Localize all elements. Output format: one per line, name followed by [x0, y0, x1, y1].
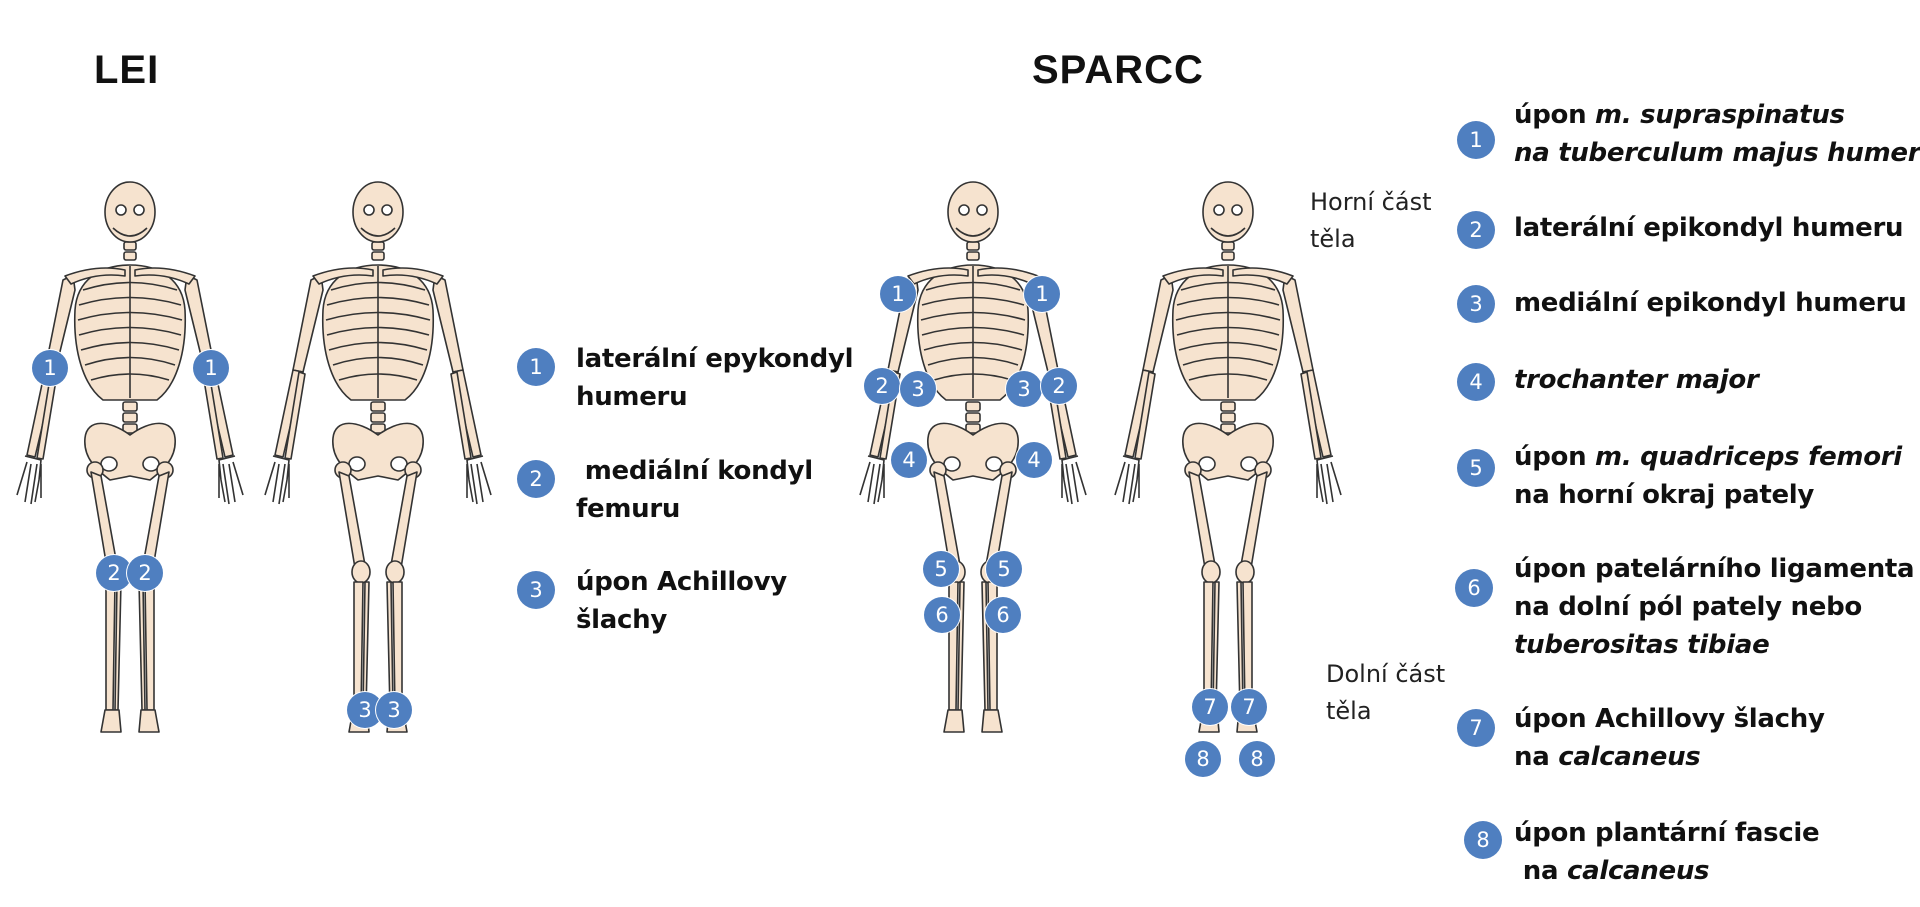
lei-legend-badge-2: 2	[517, 460, 555, 498]
sparcc-legend-badge-2: 2	[1457, 211, 1495, 249]
lei-legend-item-2: mediální kondyl femuru	[576, 452, 813, 528]
sparcc-legend-item-1: úpon m. supraspinatus na tuberculum majus…	[1514, 96, 1920, 172]
lei-legend-item-3: úpon Achillovy šlachy	[576, 563, 787, 639]
sparcc-marker-4-right: 4	[891, 442, 927, 478]
sparcc-legend-item-2: laterální epikondyl humeru	[1514, 213, 1904, 243]
legend-text-part: úpon patelárního ligamenta	[1514, 554, 1915, 584]
sparcc-title: SPARCC	[1032, 48, 1204, 92]
sparcc-legend-item-6: úpon patelárního ligamenta na dolní pól p…	[1514, 550, 1915, 664]
lei-marker-1-left: 1	[193, 350, 229, 386]
legend-text-part: tuberositas tibiae	[1514, 630, 1770, 660]
legend-line: laterální epykondyl	[576, 344, 854, 374]
sparcc-marker-6-right: 6	[924, 597, 960, 633]
legend-line: mediální kondyl	[576, 456, 813, 486]
legend-text-part: na dolní pól pately nebo	[1514, 592, 1862, 622]
sparcc-marker-3-right: 3	[900, 371, 936, 407]
legend-text-part: na horní okraj pately	[1514, 480, 1815, 510]
label-line: těla	[1310, 225, 1356, 253]
legend-line: šlachy	[576, 605, 668, 635]
lei-title: LEI	[94, 48, 160, 92]
sparcc-marker-4-left: 4	[1016, 442, 1052, 478]
sparcc-marker-6-left: 6	[985, 597, 1021, 633]
sparcc-legend-item-8: úpon plantární fascie na calcaneus	[1514, 814, 1820, 890]
sparcc-legend-badge-1: 1	[1457, 121, 1495, 159]
lei-legend-badge-3: 3	[517, 571, 555, 609]
sparcc-legend-badge-6: 6	[1455, 569, 1493, 607]
lei-marker-1-right: 1	[32, 350, 68, 386]
legend-text-part: úpon	[1514, 442, 1596, 472]
legend-line: femuru	[576, 494, 681, 524]
legend-text-part: na tuberculum majus humeri	[1514, 138, 1920, 168]
sparcc-legend-badge-7: 7	[1457, 709, 1495, 747]
label-line: Horní část	[1310, 188, 1432, 216]
legend-text-part: trochanter major	[1514, 365, 1759, 395]
sparcc-marker-2-left: 2	[1041, 368, 1077, 404]
lei-marker-3-left: 3	[347, 692, 383, 728]
sparcc-legend-badge-8: 8	[1464, 821, 1502, 859]
sparcc-skeleton-front	[859, 181, 1087, 733]
legend-text-part: úpon plantární fascie	[1514, 818, 1820, 848]
sparcc-legend-badge-4: 4	[1457, 363, 1495, 401]
lei-marker-2-left: 2	[127, 555, 163, 591]
legend-text-part: na	[1514, 742, 1559, 772]
legend-text-part: úpon	[1514, 100, 1596, 130]
sparcc-legend-badge-5: 5	[1457, 449, 1495, 487]
sparcc-marker-3-left: 3	[1006, 371, 1042, 407]
lei-skeleton-back	[264, 181, 492, 733]
sparcc-skeleton-back	[1114, 181, 1342, 733]
legend-line: úpon Achillovy	[576, 567, 787, 597]
label-line: Dolní část	[1326, 660, 1446, 688]
upper-body-label: Horní část těla	[1310, 184, 1432, 258]
legend-text-part: na	[1514, 856, 1567, 886]
legend-text-part: calcaneus	[1566, 856, 1710, 886]
lei-legend-badge-1: 1	[517, 348, 555, 386]
legend-text-part: calcaneus	[1558, 742, 1701, 772]
sparcc-marker-7-left: 7	[1192, 689, 1228, 725]
sparcc-marker-1-left: 1	[1024, 276, 1060, 312]
sparcc-marker-2-right: 2	[864, 368, 900, 404]
sparcc-marker-8-left: 8	[1185, 741, 1221, 777]
lei-legend-item-1: laterální epykondyl humeru	[576, 340, 854, 416]
sparcc-marker-8-right: 8	[1239, 741, 1275, 777]
legend-text-part: m. quadriceps femori	[1595, 442, 1902, 472]
lower-body-label: Dolní část těla	[1326, 656, 1445, 730]
sparcc-legend-item-5: úpon m. quadriceps femori na horní okraj …	[1514, 438, 1902, 514]
sparcc-marker-1-right: 1	[880, 276, 916, 312]
legend-text-part: úpon Achillovy šlachy	[1514, 704, 1825, 734]
legend-text-part: m. supraspinatus	[1595, 100, 1845, 130]
sparcc-legend-item-4: trochanter major	[1514, 361, 1759, 399]
sparcc-marker-5-right: 5	[923, 551, 959, 587]
lei-marker-3-right: 3	[376, 692, 412, 728]
sparcc-legend-item-7: úpon Achillovy šlachy na calcaneus	[1514, 700, 1825, 776]
sparcc-marker-5-left: 5	[986, 551, 1022, 587]
lei-skeleton-front	[16, 181, 244, 733]
sparcc-marker-7-right: 7	[1231, 689, 1267, 725]
sparcc-legend-badge-3: 3	[1457, 285, 1495, 323]
sparcc-legend-item-3: mediální epikondyl humeru	[1514, 288, 1907, 318]
legend-line: humeru	[576, 382, 688, 412]
lei-marker-2-right: 2	[96, 555, 132, 591]
label-line: těla	[1326, 697, 1372, 725]
